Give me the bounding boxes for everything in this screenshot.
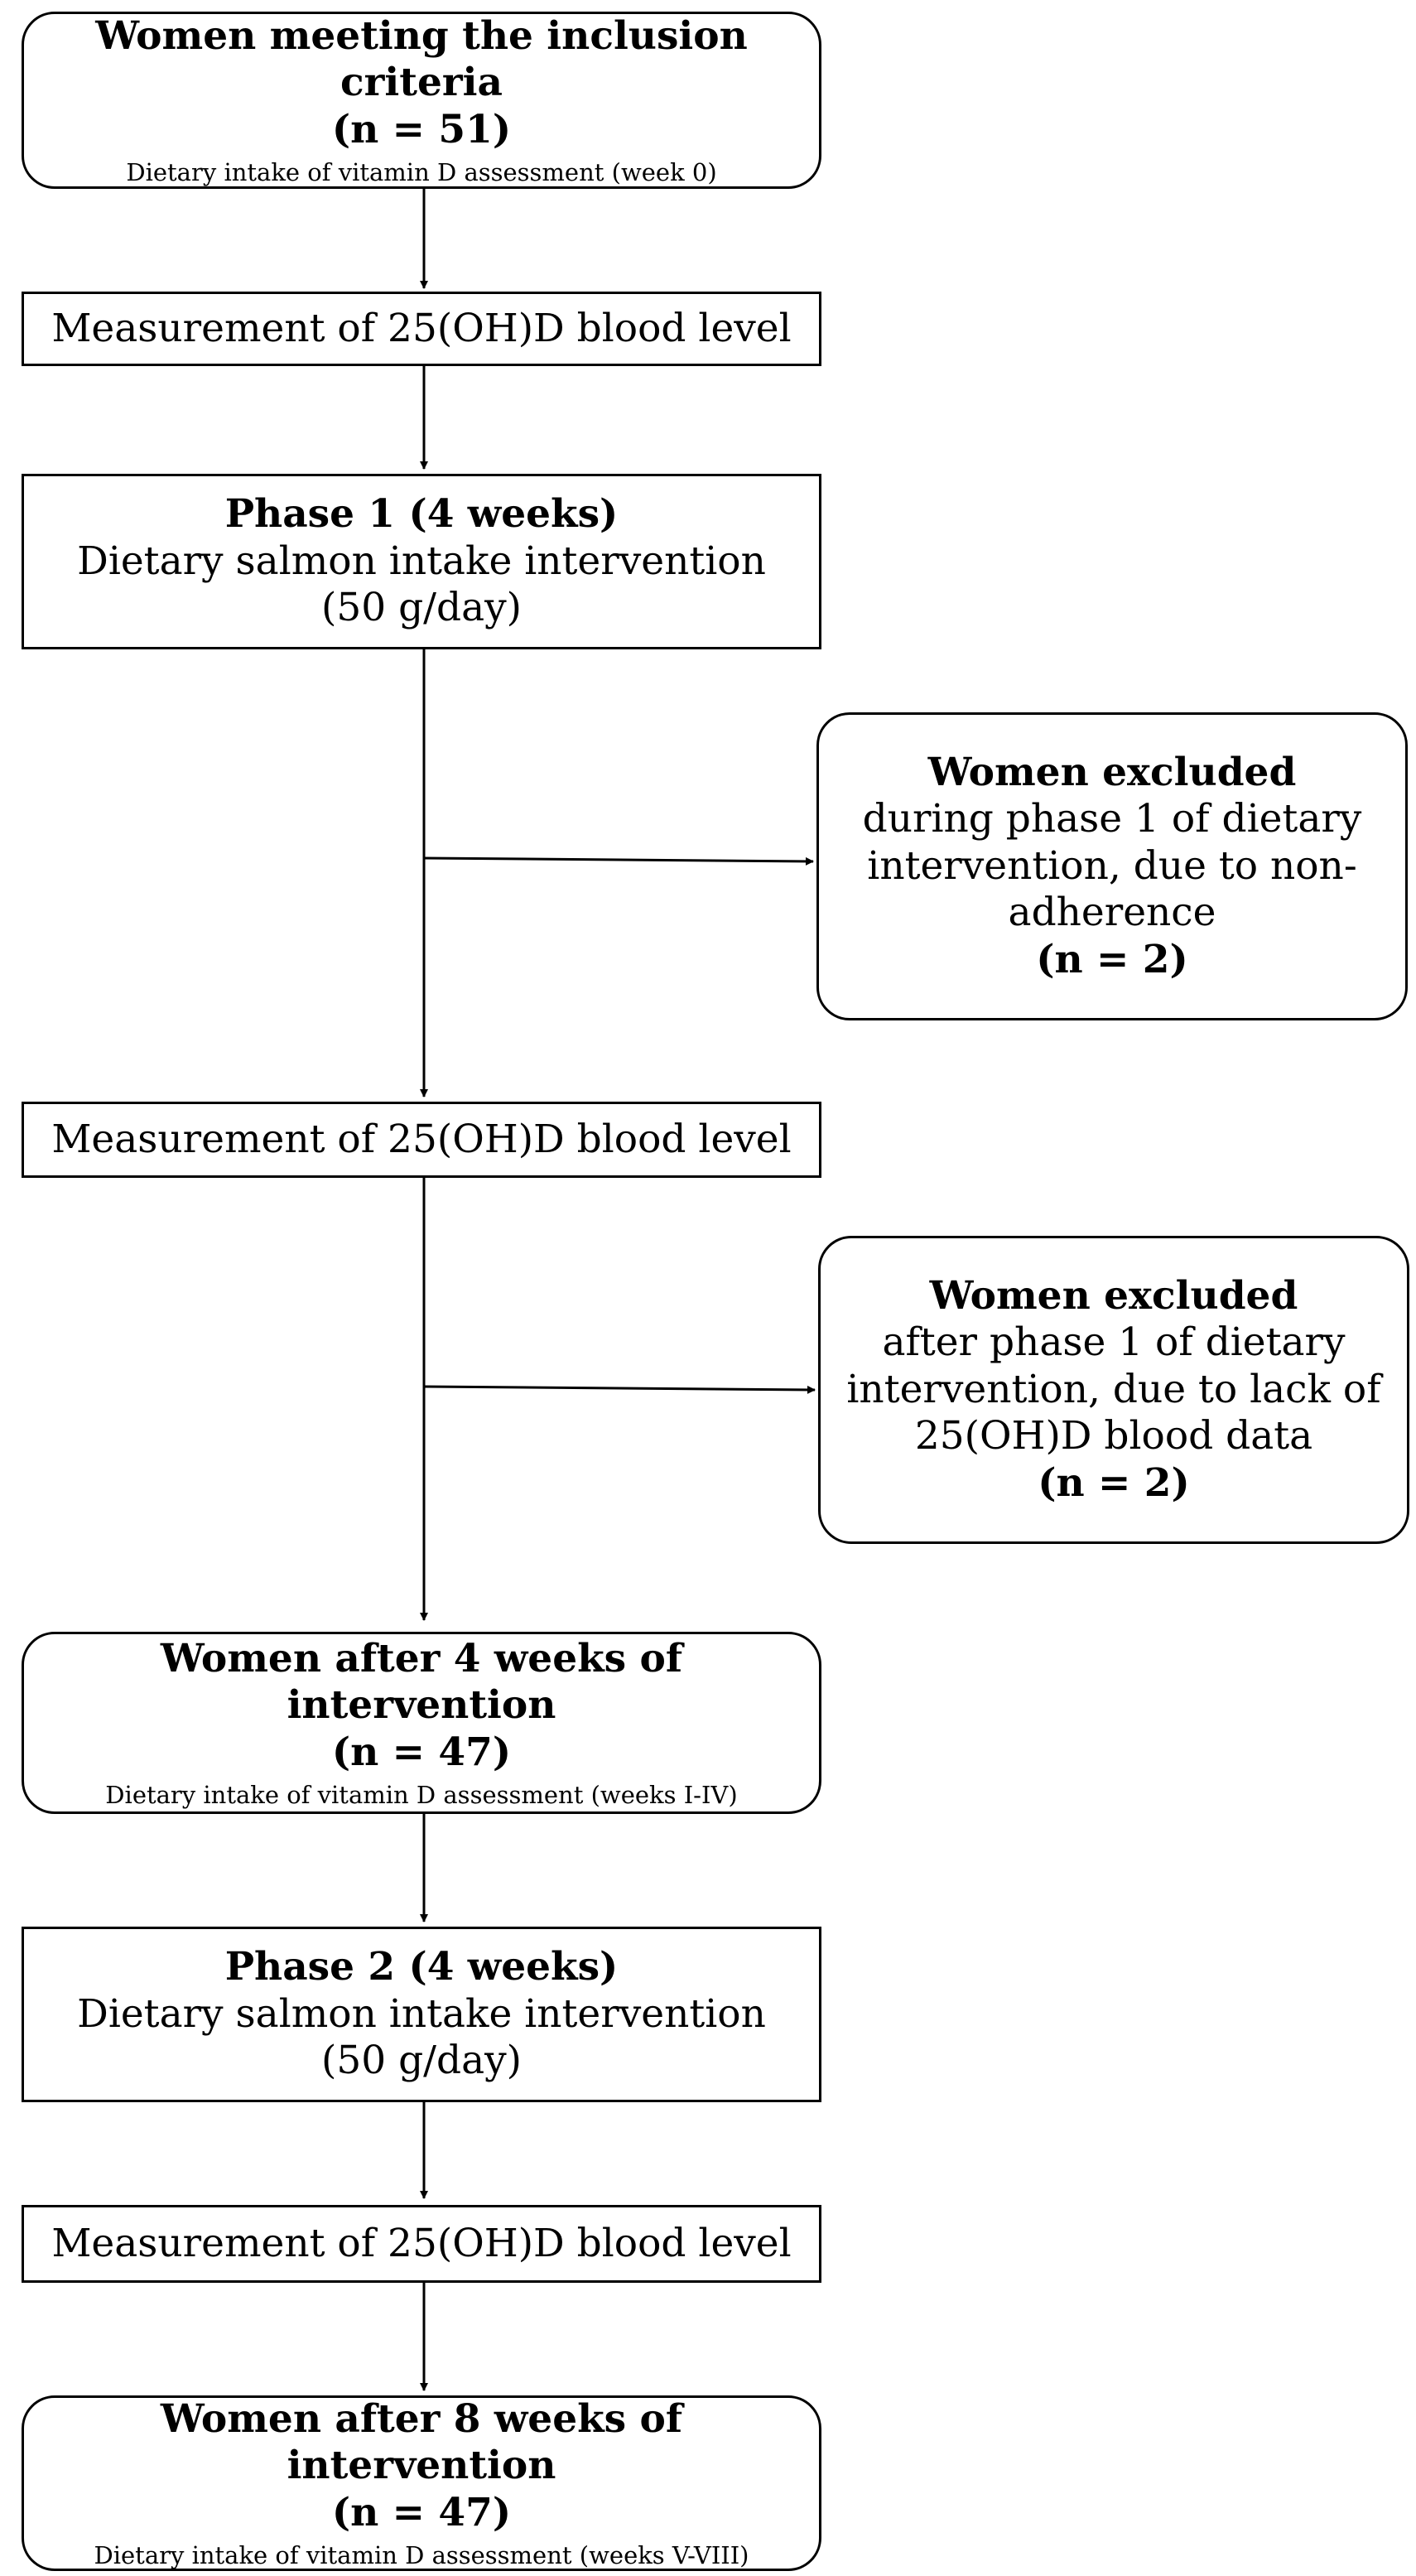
phase-1-line1: Dietary salmon intake intervention [77, 538, 766, 584]
excluded-2-box: Women excluded after phase 1 of dietary … [818, 1236, 1409, 1544]
after-8-weeks-count: (n = 47) [331, 2489, 512, 2535]
phase-1-box: Phase 1 (4 weeks) Dietary salmon intake … [22, 474, 821, 649]
inclusion-title: Women meeting the inclusion criteria [95, 13, 748, 106]
phase-1-line2: (50 g/day) [321, 585, 522, 631]
arrow-to-excluded-2 [423, 1385, 816, 1394]
after-8-weeks-title: Women after 8 weeks of intervention [160, 2396, 683, 2489]
arrow-to-excluded-1 [423, 856, 814, 866]
inclusion-criteria-box: Women meeting the inclusion criteria (n … [22, 12, 821, 189]
measurement-1-box: Measurement of 25(OH)D blood level [22, 292, 821, 366]
measurement-3-label: Measurement of 25(OH)D blood level [51, 2220, 792, 2266]
excluded-2-line2: intervention, due to lack of [846, 1366, 1381, 1412]
excluded-2-title: Women excluded [929, 1273, 1298, 1319]
phase-2-title: Phase 2 (4 weeks) [224, 1944, 619, 1990]
phase-2-line1: Dietary salmon intake intervention [77, 1990, 766, 2037]
after-8-weeks-note: Dietary intake of vitamin D assessment (… [94, 2541, 749, 2570]
measurement-2-box: Measurement of 25(OH)D blood level [22, 1102, 821, 1178]
excluded-2-line3: 25(OH)D blood data [914, 1413, 1313, 1459]
excluded-2-count: (n = 2) [1038, 1459, 1190, 1506]
inclusion-count: (n = 51) [331, 106, 512, 152]
measurement-1-label: Measurement of 25(OH)D blood level [51, 305, 792, 351]
inclusion-note: Dietary intake of vitamin D assessment (… [126, 158, 717, 187]
after-8-weeks-box: Women after 8 weeks of intervention (n =… [22, 2395, 821, 2571]
excluded-1-box: Women excluded during phase 1 of dietary… [816, 712, 1408, 1020]
after-4-weeks-box: Women after 4 weeks of intervention (n =… [22, 1632, 821, 1814]
excluded-1-title: Women excluded [927, 750, 1297, 796]
after-4-weeks-note: Dietary intake of vitamin D assessment (… [105, 1781, 738, 1810]
measurement-2-label: Measurement of 25(OH)D blood level [51, 1116, 792, 1162]
phase-2-box: Phase 2 (4 weeks) Dietary salmon intake … [22, 1927, 821, 2102]
excluded-1-line2: intervention, due to non- [867, 842, 1357, 889]
excluded-2-line1: after phase 1 of dietary [882, 1319, 1346, 1366]
measurement-3-box: Measurement of 25(OH)D blood level [22, 2205, 821, 2283]
after-4-weeks-title: Women after 4 weeks of intervention [160, 1636, 683, 1729]
phase-1-title: Phase 1 (4 weeks) [224, 491, 619, 538]
excluded-1-count: (n = 2) [1036, 936, 1188, 982]
excluded-1-line3: adherence [1008, 890, 1216, 936]
phase-2-line2: (50 g/day) [321, 2038, 522, 2084]
after-4-weeks-count: (n = 47) [331, 1729, 512, 1775]
excluded-1-line1: during phase 1 of dietary [862, 796, 1362, 842]
